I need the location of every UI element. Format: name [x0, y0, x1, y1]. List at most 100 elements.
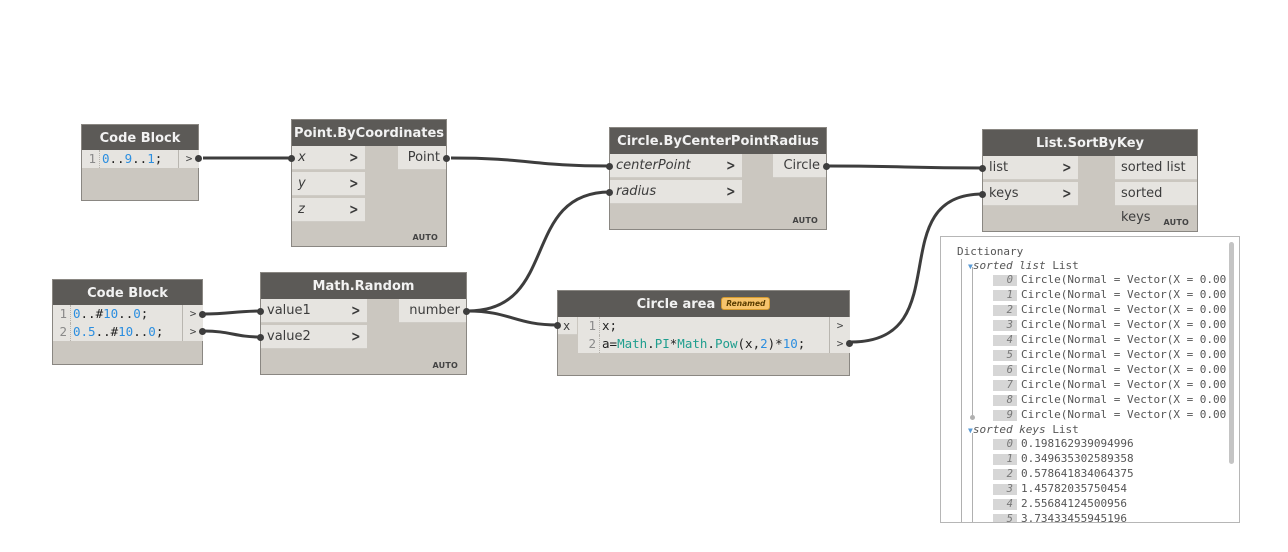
- port-label: keys: [989, 186, 1019, 201]
- output-port-dot[interactable]: [463, 308, 470, 315]
- node-title: Math.Random: [261, 273, 466, 299]
- chevron-right-icon: >: [349, 150, 359, 166]
- output-port-dot[interactable]: [195, 155, 202, 162]
- list-item: 0 0.198162939094996: [993, 436, 1134, 451]
- node-title: Code Block: [53, 280, 202, 306]
- output-port-dot[interactable]: [823, 163, 830, 170]
- input-port-z[interactable]: z >: [292, 198, 365, 222]
- input-port-dot[interactable]: [554, 322, 561, 329]
- input-port-x[interactable]: x: [558, 317, 577, 335]
- tree-end-dot: [970, 415, 975, 420]
- output-port-2[interactable]: >: [182, 323, 203, 341]
- list-index: 4: [993, 335, 1017, 346]
- input-port-dot[interactable]: [288, 155, 295, 162]
- input-port-list[interactable]: list >: [983, 156, 1078, 180]
- math-random-node[interactable]: Math.Random value1 > value2 > number AUT…: [257, 272, 470, 375]
- output-port-dot[interactable]: [199, 311, 206, 318]
- output-port[interactable]: >: [178, 150, 199, 168]
- input-port-value1[interactable]: value1 >: [261, 299, 367, 323]
- input-port-value2[interactable]: value2 >: [261, 325, 367, 349]
- node-title: List.SortByKey: [983, 130, 1197, 156]
- section-header-sorted-keys[interactable]: ▼sorted keys List: [968, 422, 1079, 437]
- list-index: 2: [993, 469, 1017, 480]
- lacing-indicator[interactable]: AUTO: [432, 361, 458, 370]
- list-value: 0.198162939094996: [1021, 437, 1134, 450]
- input-port-x[interactable]: x >: [292, 146, 365, 170]
- circle-by-center-point-radius-node[interactable]: Circle.ByCenterPointRadius centerPoint >…: [606, 127, 830, 230]
- output-port-number[interactable]: number: [399, 299, 466, 323]
- input-port-dot[interactable]: [606, 163, 613, 170]
- list-index: 6: [993, 365, 1017, 376]
- list-value: Circle(Normal = Vector(X = 0.00: [1021, 363, 1227, 376]
- output-port-1[interactable]: >: [829, 317, 850, 335]
- chevron-right-icon: >: [1062, 186, 1072, 202]
- point-by-coordinates-node[interactable]: Point.ByCoordinates x > y > z > Point AU…: [288, 119, 450, 247]
- output-port-point[interactable]: Point: [397, 146, 446, 170]
- list-index: 3: [993, 484, 1017, 495]
- output-port-dot[interactable]: [199, 328, 206, 335]
- line-number: 1: [53, 305, 71, 323]
- list-value: 0.578641834064375: [1021, 467, 1134, 480]
- input-port-centerpoint[interactable]: centerPoint >: [610, 154, 742, 178]
- port-label: centerPoint: [616, 158, 691, 173]
- input-port-dot[interactable]: [979, 165, 986, 172]
- input-port-dot[interactable]: [257, 334, 264, 341]
- output-port-1[interactable]: >: [182, 305, 203, 323]
- list-value: 2.55684124500956: [1021, 497, 1127, 510]
- section-header-sorted-list[interactable]: ▼sorted list List: [968, 258, 1079, 273]
- list-index: 2: [993, 305, 1017, 316]
- output-port-dot[interactable]: [443, 155, 450, 162]
- lacing-indicator[interactable]: AUTO: [1163, 218, 1189, 227]
- input-port-keys[interactable]: keys >: [983, 182, 1078, 206]
- lacing-indicator[interactable]: AUTO: [412, 233, 438, 242]
- list-index: 0: [993, 439, 1017, 450]
- input-port-dot[interactable]: [257, 308, 264, 315]
- chevron-right-icon: >: [726, 184, 736, 200]
- port-label: y: [298, 176, 306, 191]
- collapse-caret-icon[interactable]: ▼: [968, 426, 973, 435]
- list-value: Circle(Normal = Vector(X = 0.00: [1021, 378, 1227, 391]
- output-port-sorted-list[interactable]: sorted list: [1115, 156, 1197, 180]
- output-port-circle[interactable]: Circle: [773, 154, 826, 178]
- list-index: 9: [993, 410, 1017, 421]
- code-text: 0..9..1;: [102, 151, 163, 166]
- line-number: 2: [582, 335, 600, 353]
- list-index: 5: [993, 350, 1017, 361]
- input-port-radius[interactable]: radius >: [610, 180, 742, 204]
- list-value: Circle(Normal = Vector(X = 0.00: [1021, 318, 1227, 331]
- input-port-dot[interactable]: [606, 189, 613, 196]
- collapse-caret-icon[interactable]: ▼: [968, 262, 973, 271]
- wire-point-to-centerpoint: [450, 156, 611, 168]
- port-label: value2: [267, 329, 311, 344]
- port-label: radius: [616, 184, 657, 199]
- output-port-2[interactable]: >: [829, 335, 850, 353]
- line-number: 2: [53, 323, 71, 341]
- input-port-y[interactable]: y >: [292, 172, 365, 196]
- tree-guide-line: [972, 267, 973, 419]
- code-text: 0..#10..0;: [73, 306, 149, 321]
- list-index: 1: [993, 454, 1017, 465]
- output-port-sorted-keys[interactable]: sorted keys: [1115, 182, 1197, 225]
- lacing-indicator[interactable]: AUTO: [792, 216, 818, 225]
- list-sort-by-key-node[interactable]: List.SortByKey list > keys > sorted list…: [979, 129, 1198, 232]
- vertical-scrollbar[interactable]: [1229, 242, 1234, 464]
- list-index: 7: [993, 380, 1017, 391]
- output-port-dot[interactable]: [846, 340, 853, 347]
- chevron-right-icon: >: [726, 158, 736, 174]
- input-port-dot[interactable]: [979, 191, 986, 198]
